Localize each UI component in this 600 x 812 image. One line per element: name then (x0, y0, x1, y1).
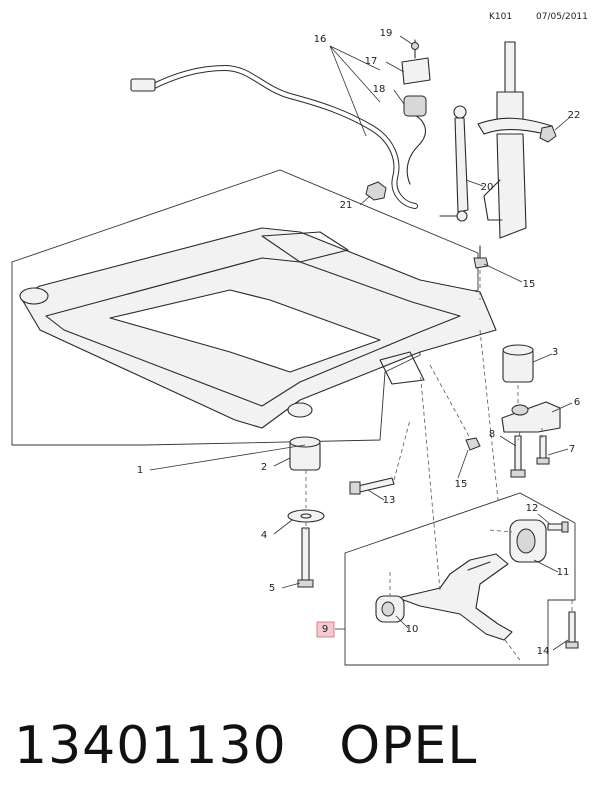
strut-assembly (477, 41, 557, 239)
callout-22: 22 (568, 110, 581, 121)
callout-15: 15 (523, 279, 536, 290)
leader-lines (149, 35, 573, 651)
crossmember-bolt (349, 477, 395, 495)
callout-3: 3 (552, 347, 558, 358)
diagram-reference: K101 (489, 12, 512, 22)
callout-14: 14 (537, 646, 550, 657)
callout-19: 19 (380, 28, 393, 39)
callout-11: 11 (557, 567, 570, 578)
lower-control-arm (397, 553, 513, 641)
callout-18: 18 (373, 84, 386, 95)
front-subframe (19, 227, 497, 429)
control-arm-group-frame (344, 492, 576, 666)
callout-21: 21 (340, 200, 353, 211)
callout-17: 17 (365, 56, 378, 67)
part-number: 13401130 (14, 716, 287, 776)
callout-6: 6 (574, 397, 580, 408)
part-footer: 13401130 OPEL (14, 706, 586, 786)
ball-joint-bolt (565, 611, 579, 649)
rear-mount (502, 344, 534, 383)
brand-name: OPEL (339, 716, 478, 776)
stabilizer-bar (130, 65, 427, 209)
callout-7: 7 (569, 444, 575, 455)
mount-washer (287, 509, 325, 523)
bushing-bolt (547, 521, 569, 533)
callout-12: 12 (526, 503, 539, 514)
callout-9: 9 (322, 624, 328, 635)
callout-13: 13 (383, 495, 396, 506)
callout-9-highlight (316, 621, 335, 638)
stabilizer-link (439, 105, 469, 222)
bracket-bolt (536, 435, 550, 465)
mount-bolt-rear (510, 435, 526, 478)
stabilizer-bushing-bracket (401, 39, 431, 117)
subframe-mount (289, 436, 321, 471)
mount-bolt (297, 527, 314, 588)
front-bushing (375, 595, 405, 623)
callout-2: 2 (261, 462, 267, 473)
subframe-nut-lower (465, 437, 481, 451)
diagram-date: 07/05/2011 (536, 12, 588, 22)
assembly-lines (305, 270, 573, 661)
callout-20: 20 (481, 182, 494, 193)
callout-4: 4 (261, 530, 267, 541)
callout-8: 8 (489, 429, 495, 440)
callout-10: 10 (406, 624, 419, 635)
rear-bracket (501, 401, 561, 433)
callout-16: 16 (314, 34, 327, 45)
callout-1: 1 (137, 465, 143, 476)
exploded-parts-diagram: K101 07/05/2011 (11, 12, 588, 666)
rear-bushing (509, 519, 547, 563)
callout-5: 5 (269, 583, 275, 594)
stabilizer-nut (365, 181, 387, 201)
callout-15: 15 (455, 479, 468, 490)
